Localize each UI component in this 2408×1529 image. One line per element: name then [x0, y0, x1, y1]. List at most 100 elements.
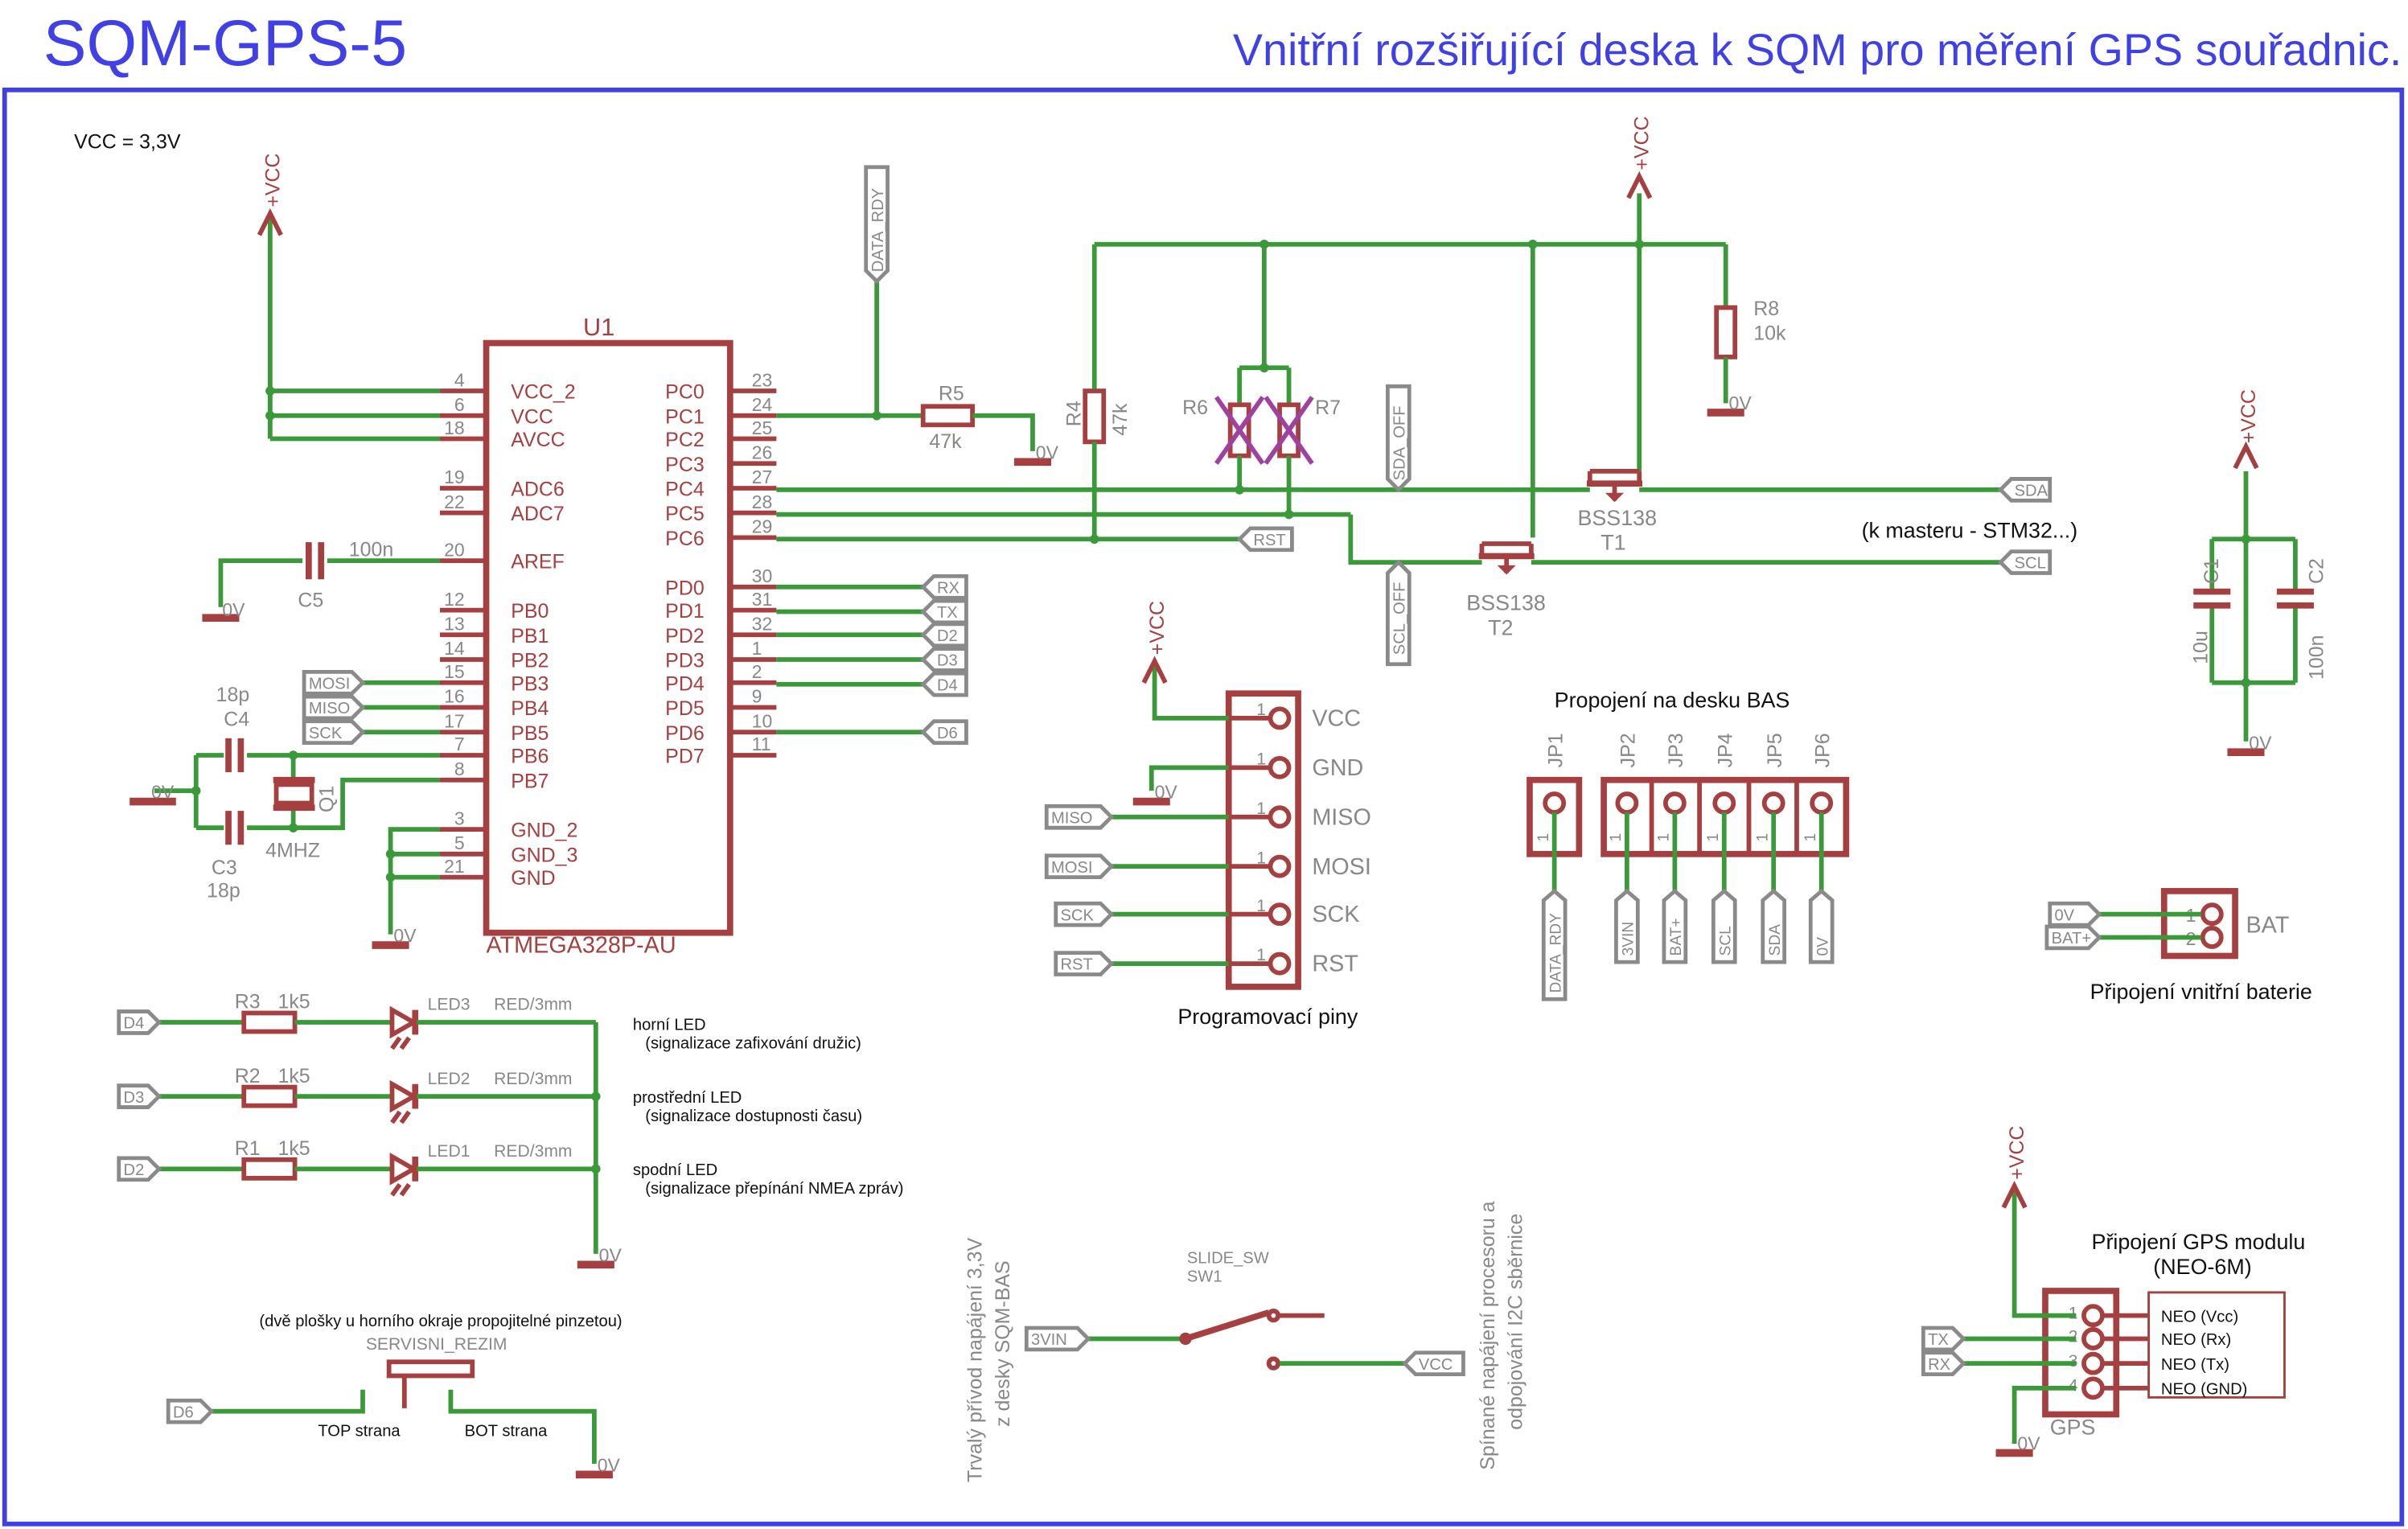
- master-note: (k masteru - STM32...): [1862, 518, 2078, 542]
- mcu-left-pins: 4VCC_26VCC18AVCC19ADC622ADC720AREF12PB01…: [439, 369, 577, 890]
- prog-pin-number: 1: [1256, 897, 1266, 915]
- prog-pin-name: MOSI: [1312, 854, 1371, 880]
- mcu-u1: U1 ATMEGA328P-AU 4VCC_26VCC18AVCC19ADC62…: [439, 313, 777, 959]
- svg-text:C3: C3: [212, 857, 237, 879]
- svg-text:Spínané napájení procesoru a: Spínané napájení procesoru a: [1477, 1201, 1499, 1469]
- jumper-pin-number: 1: [1802, 833, 1819, 842]
- svg-text:R6: R6: [1182, 397, 1208, 419]
- mcu-pin-name: GND_3: [511, 844, 577, 866]
- jumper-net-label: BAT+: [1668, 918, 1685, 956]
- svg-text:0V: 0V: [1036, 442, 1059, 462]
- mcu-pin-name: VCC_2: [511, 381, 575, 404]
- mcu-pin-name: PD0: [665, 577, 705, 599]
- gps-pin-name: NEO (Tx): [2161, 1356, 2229, 1374]
- mcu-pin-number: 3: [454, 808, 465, 828]
- svg-text:Q1: Q1: [316, 786, 339, 812]
- led-name: LED2: [428, 1070, 471, 1088]
- prog-pin-name: MISO: [1312, 804, 1371, 830]
- svg-text:0V: 0V: [1155, 782, 1178, 803]
- mcu-pin-name: AVCC: [511, 429, 565, 451]
- jumper-net-label: 3VIN: [1621, 922, 1638, 956]
- jumper-pin-number: 1: [1755, 833, 1772, 842]
- svg-text:0V: 0V: [393, 925, 417, 946]
- mcu-pin-number: 12: [444, 589, 465, 610]
- led-value: RED/3mm: [494, 1070, 572, 1088]
- prog-pin-name: SCK: [1312, 902, 1359, 927]
- led-name: LED1: [428, 1142, 471, 1161]
- mcu-pin-number: 13: [444, 614, 465, 635]
- jumper-net-label: DATA_RDY: [1547, 913, 1564, 993]
- mcu-pin-number: 31: [752, 589, 773, 610]
- mcu-pin-name: PB3: [511, 672, 549, 695]
- flag-gps-rx: RX: [1928, 1356, 1951, 1374]
- mcu-pin-name: PB0: [511, 600, 549, 623]
- flag-miso-left: MISO: [309, 700, 350, 717]
- resistor-value: 1k5: [277, 1065, 310, 1087]
- page-subtitle: Vnitřní rozšiřující deska k SQM pro měře…: [1233, 25, 2402, 75]
- svg-text:+VCC: +VCC: [1146, 601, 1169, 655]
- prog-pin-number: 1: [1256, 750, 1266, 768]
- flag-rst-prog: RST: [1061, 956, 1093, 974]
- svg-text:100n: 100n: [349, 538, 393, 561]
- mcu-pin-name: PC2: [665, 429, 705, 451]
- service-jumper: (dvě plošky u horního okraje propojiteln…: [211, 1313, 623, 1479]
- flag-mosi-prog: MOSI: [1051, 859, 1092, 877]
- mcu-pin-number: 19: [444, 467, 465, 487]
- mcu-pin-name: PC1: [665, 405, 705, 428]
- mcu-pin-number: 28: [752, 491, 773, 512]
- svg-text:R5: R5: [939, 383, 964, 405]
- gps-pin-name: NEO (Vcc): [2161, 1308, 2238, 1326]
- svg-text:R4: R4: [1062, 401, 1085, 426]
- mcu-pin-number: 21: [444, 856, 465, 877]
- resistor-name: R1: [235, 1137, 261, 1160]
- mcu-pin-number: 9: [752, 686, 762, 707]
- svg-text:prostřední LED: prostřední LED: [633, 1089, 742, 1107]
- flag-d4: D4: [937, 676, 958, 694]
- svg-text:BSS138: BSS138: [1577, 506, 1657, 530]
- svg-text:C5: C5: [298, 590, 323, 612]
- mcu-pin-number: 20: [444, 539, 465, 560]
- mcu-pin-name: PB5: [511, 722, 549, 745]
- flag-3vin: 3VIN: [1031, 1331, 1067, 1349]
- svg-text:TOP strana: TOP strana: [318, 1422, 401, 1440]
- flag-sck-left: SCK: [309, 725, 343, 742]
- flag-bat-plus: BAT+: [2052, 930, 2091, 947]
- mcu-pin-number: 22: [444, 491, 465, 512]
- flag-scl-off: SCL_OFF: [1391, 582, 1409, 656]
- mcu-pin-name: PC4: [665, 479, 705, 501]
- resistor-value: 1k5: [277, 1137, 310, 1160]
- svg-text:+VCC: +VCC: [2237, 389, 2260, 443]
- mcu-pin-name: PC3: [665, 454, 705, 476]
- sheet-frame: [2, 87, 2405, 1527]
- mcu-pin-number: 32: [752, 614, 773, 635]
- led-value: RED/3mm: [494, 1142, 572, 1161]
- svg-text:T1: T1: [1601, 531, 1625, 555]
- vcc-label: +VCC: [261, 153, 284, 207]
- svg-text:SLIDE_SW: SLIDE_SW: [1187, 1249, 1269, 1267]
- svg-text:SERVISNI_REZIM: SERVISNI_REZIM: [366, 1335, 507, 1354]
- svg-text:0V: 0V: [1729, 393, 1753, 413]
- mcu-pin-name: ADC6: [511, 479, 565, 501]
- mcu-pin-number: 26: [752, 442, 773, 462]
- mcu-pin-number: 16: [444, 686, 465, 707]
- prog-pin-name: GND: [1312, 755, 1363, 781]
- mcu-pin-number: 15: [444, 661, 465, 682]
- mcu-pin-name: PC0: [665, 381, 705, 404]
- mcu-pin-number: 1: [752, 638, 762, 659]
- mcu-pin-number: 11: [752, 734, 771, 754]
- svg-text:SW1: SW1: [1187, 1268, 1222, 1285]
- svg-text:0V: 0V: [222, 599, 245, 620]
- spi-flags-left: [363, 680, 440, 735]
- jumper-name: JP1: [1544, 733, 1567, 767]
- prog-pin-number: 1: [1256, 701, 1266, 719]
- flag-bat-0v: 0V: [2054, 906, 2074, 924]
- mcu-pin-name: PC5: [665, 503, 705, 525]
- mcu-pin-name: PD7: [665, 746, 705, 768]
- flag-scl: SCL: [2015, 555, 2046, 573]
- i2c-level-shifter: +VCC R4 47k R6 R7 R8 10k 0V: [776, 116, 2077, 639]
- flag-rst-mcu: RST: [1253, 532, 1285, 549]
- prog-pin-name: RST: [1312, 952, 1358, 977]
- flag-sda: SDA: [2015, 483, 2048, 500]
- svg-text:spodní LED: spodní LED: [633, 1161, 717, 1179]
